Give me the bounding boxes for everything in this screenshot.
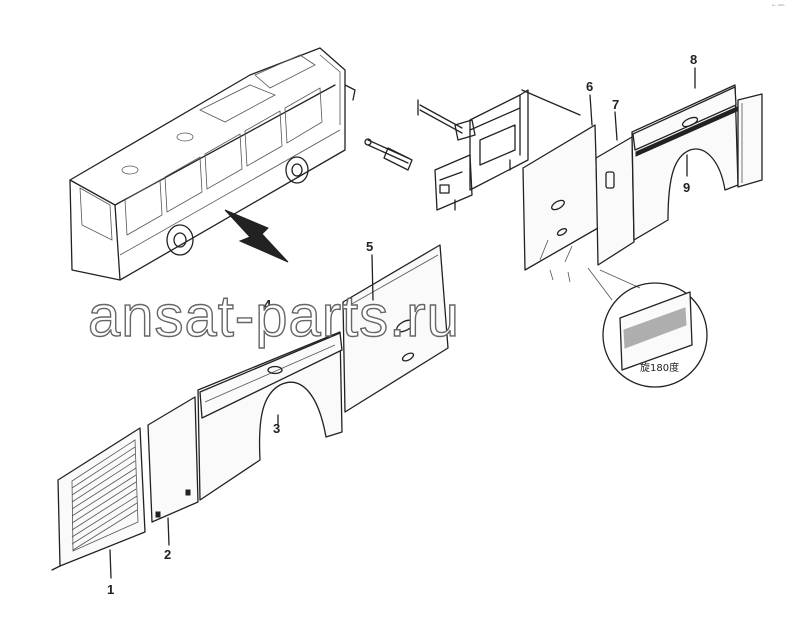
detail-note: 旋180度 <box>640 361 679 374</box>
callout-7: 7 <box>612 97 619 112</box>
panel-part-1 <box>51 427 146 579</box>
callout-1: 1 <box>107 582 114 597</box>
callout-4: 4 <box>264 297 272 312</box>
callout-5: 5 <box>366 239 373 254</box>
detail-magnifier: 旋180度 <box>587 267 708 388</box>
panel-part-3 <box>197 331 343 501</box>
callout-3: 3 <box>273 421 280 436</box>
direction-arrow <box>224 209 289 263</box>
corner-mark: ᵒ⁻ ᵐᵐ <box>772 4 785 10</box>
panel-part-5 <box>342 244 449 413</box>
panel-part-8 <box>631 67 763 241</box>
callout-6: 6 <box>586 79 593 94</box>
panel-part-2 <box>147 396 199 546</box>
callout-labels: 1 2 3 4 5 6 7 8 9 <box>107 52 697 597</box>
callout-8: 8 <box>690 52 697 67</box>
callout-9: 9 <box>683 180 690 195</box>
callout-2: 2 <box>164 547 171 562</box>
bus-overview <box>69 47 356 281</box>
watermark: ansat-parts.ru <box>88 284 460 349</box>
panel-part-7 <box>595 111 635 266</box>
panel-part-6 <box>522 94 599 283</box>
bracket-assembly <box>364 89 581 211</box>
